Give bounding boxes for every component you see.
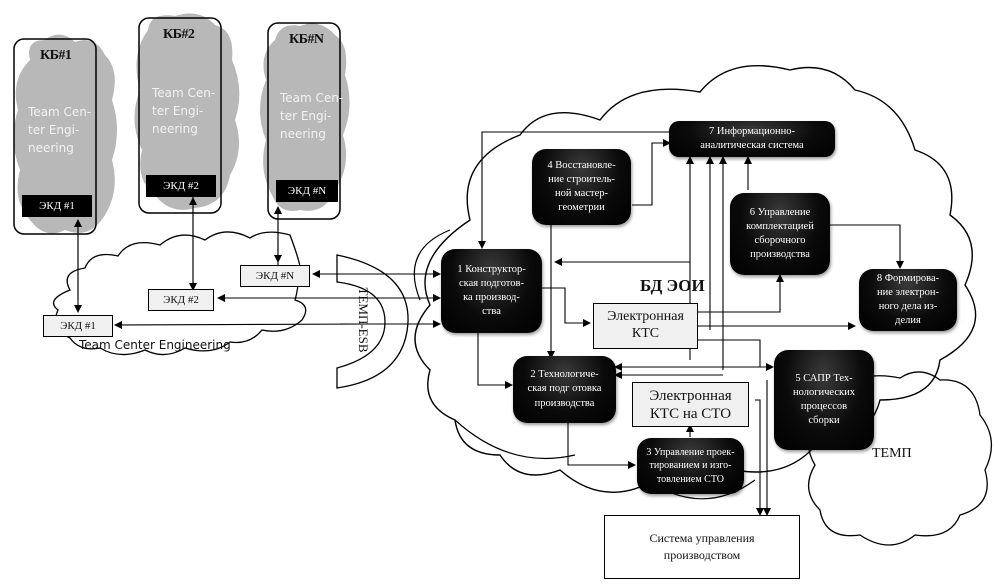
block-8-e-dossier[interactable]: 8 Формирова- ние электрон- ного дела из-… — [859, 269, 957, 331]
main-cloud — [414, 64, 977, 493]
db-eoi-label: БД ЭОИ — [640, 276, 705, 295]
kb2-title: КБ#2 — [163, 27, 195, 42]
electronic-kts[interactable]: Электронная КТС — [593, 303, 698, 349]
connectors — [74, 131, 904, 516]
kb2-ekd[interactable]: ЭКД #2 — [146, 175, 216, 197]
tce-ekd-1[interactable]: ЭКД #1 — [43, 315, 113, 337]
kb-frames — [13, 17, 341, 235]
block-6-assembly-mgmt[interactable]: 6 Управление комплектацией сборочного пр… — [730, 193, 830, 275]
block-3-sto-mgmt[interactable]: 3 Управление проек- тированием и изго- т… — [637, 438, 744, 494]
esb-label: ТЕМП-ESB — [356, 287, 371, 353]
tce-ekd-n[interactable]: ЭКД #N — [240, 265, 310, 287]
electronic-kts-sto[interactable]: Электронная КТС на СТО — [632, 382, 749, 427]
temp-label: ТЕМП — [872, 446, 912, 461]
block-1-design-prep[interactable]: 1 Конструктор- ская подготов- ка произво… — [441, 249, 542, 333]
block-5-cad-tech[interactable]: 5 САПР Тех- нологических процессов сборк… — [774, 350, 874, 450]
kbn-title: КБ#N — [289, 32, 324, 47]
kbn-ekd[interactable]: ЭКД #N — [276, 180, 338, 202]
kb1-cloud-text: Team Cen- ter Engi- neering — [28, 105, 92, 155]
block-4-master-geometry[interactable]: 4 Восстановле- ние строитель- ной мастер… — [532, 149, 631, 225]
production-management-system[interactable]: Система управления производством — [604, 515, 800, 579]
esb-arc — [336, 254, 409, 389]
block-2-tech-prep[interactable]: 2 Технологиче- ская подг отовка производ… — [513, 356, 616, 423]
temp-cloud — [808, 371, 992, 546]
tce-ekd-2[interactable]: ЭКД #2 — [148, 289, 214, 311]
block-7-info-analytics[interactable]: 7 Информационно- аналитическая система — [669, 121, 835, 157]
kb-gray-clouds — [13, 13, 350, 234]
kb1-title: КБ#1 — [40, 48, 72, 63]
kb1-ekd[interactable]: ЭКД #1 — [22, 195, 92, 217]
tce-cloud-label: Team Center Engineering — [79, 338, 231, 352]
kbn-cloud-text: Team Cen- ter Engi- neering — [280, 91, 344, 141]
kb2-cloud-text: Team Cen- ter Engi- neering — [152, 86, 216, 136]
